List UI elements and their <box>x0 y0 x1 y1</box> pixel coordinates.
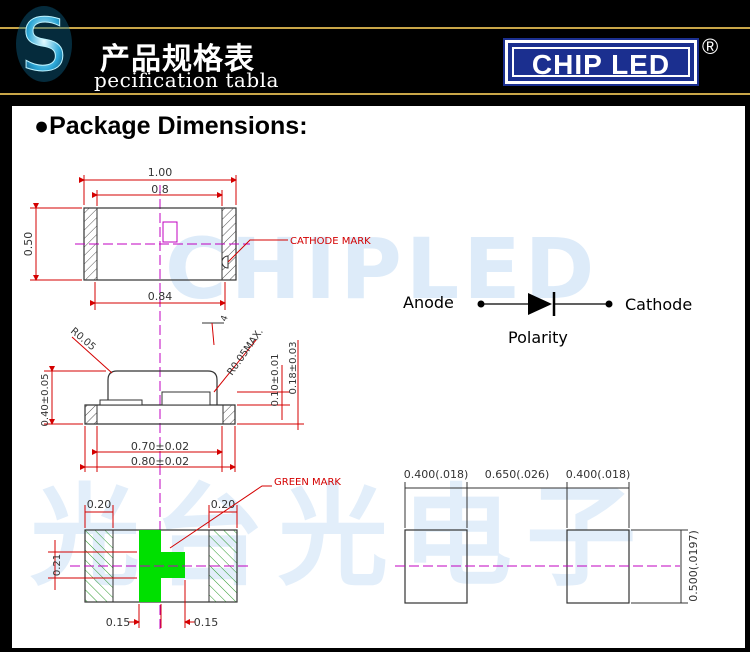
title-chinese: 产品规格表 <box>100 42 255 77</box>
dim-total-height: 0.18±0.03 <box>288 342 299 395</box>
brand-text: CHIP LED <box>512 47 690 80</box>
s-logo-icon: S <box>16 4 72 84</box>
dim-inner-width: 0.8 <box>151 183 169 196</box>
dim-pad-width-right: 0.20 <box>211 498 236 511</box>
header-rule-bottom <box>0 93 750 95</box>
dim-radius-right: R0.05MAX. <box>225 327 265 378</box>
title-english: pecification tabla <box>94 68 279 92</box>
dim-lower-width: 0.84 <box>148 290 173 303</box>
side-lens <box>107 370 218 405</box>
dim-radius-left: R0.05 <box>68 326 97 353</box>
dim-pad-span: 0.70±0.02 <box>131 440 189 453</box>
footprint-gap-dim: 0.650(.026) <box>485 468 550 481</box>
brand-badge: CHIP LED <box>503 38 699 86</box>
cathode-mark-label: CATHODE MARK <box>290 236 371 247</box>
s-letter: S <box>21 4 67 84</box>
top-view-chip <box>162 221 178 243</box>
anode-label: Anode <box>403 293 454 312</box>
dim-body-height: 0.40±0.05 <box>40 374 51 427</box>
dim-mark-height: 0.21 <box>52 554 63 576</box>
footprint-diagram: 0.400(.018) 0.650(.026) 0.400(.018) 0.50… <box>395 468 700 604</box>
footprint-pad-height-dim: 0.500(.0197) <box>687 530 700 602</box>
footprint-pad-left-dim: 0.400(.018) <box>404 468 469 481</box>
section-title: ●Package Dimensions: <box>34 112 308 140</box>
dim-mark-left: 0.15 <box>106 616 131 629</box>
dim-angle: 4 <box>219 314 230 323</box>
dim-mark-right: 0.15 <box>194 616 219 629</box>
side-view: R0.05 R0.05MAX. 4 0.10±0.01 0.18±0.03 0.… <box>40 314 304 472</box>
cathode-leader <box>227 239 288 263</box>
footprint-pad-right-dim: 0.400(.018) <box>566 468 631 481</box>
dim-body-length: 0.80±0.02 <box>131 455 189 468</box>
header-rule-top <box>0 27 750 29</box>
polarity-label: Polarity <box>508 328 568 347</box>
side-chip <box>161 391 211 406</box>
cathode-label: Cathode <box>625 295 692 314</box>
dim-overall-width: 1.00 <box>148 166 173 179</box>
dim-pad-width-left: 0.20 <box>87 498 112 511</box>
top-view: 1.00 0.8 0.50 0.84 CATHODE MARK <box>22 166 371 310</box>
green-mark-label: GREEN MARK <box>274 477 341 488</box>
dim-top-tolerance: 0.10±0.01 <box>270 354 281 407</box>
diode-symbol-icon <box>528 293 552 315</box>
bottom-view: 0.20 0.20 0.21 0.15 0.15 GREEN MARK <box>48 477 341 629</box>
dim-height: 0.50 <box>22 232 35 257</box>
green-mark-tab <box>161 552 185 578</box>
polarity-diagram: Anode Cathode Polarity <box>403 292 692 347</box>
registered-mark: ® <box>702 34 719 59</box>
watermark-cjk: 光台光电子 <box>30 473 650 601</box>
